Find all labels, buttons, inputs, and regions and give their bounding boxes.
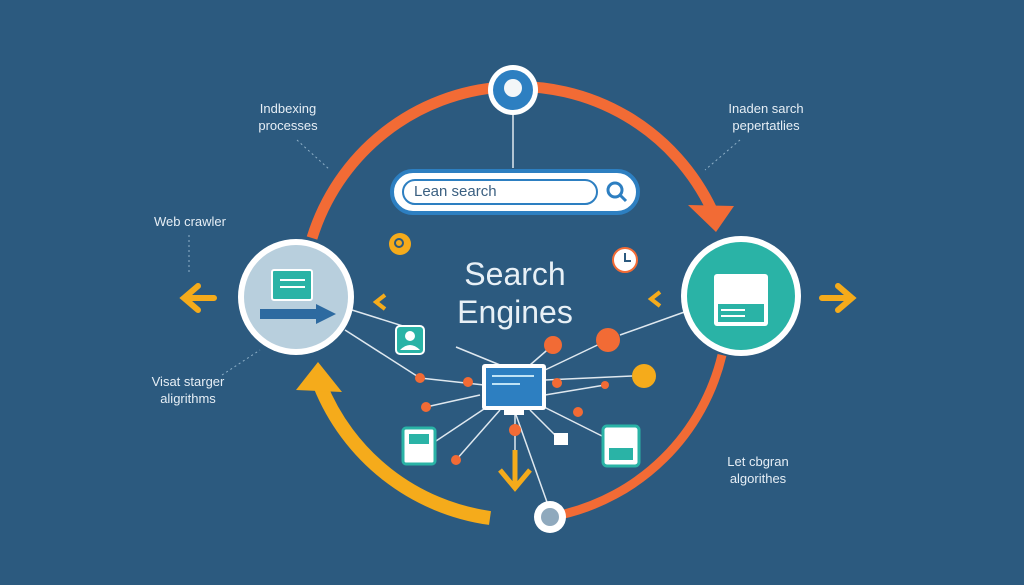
search-icon[interactable] (604, 179, 628, 205)
arrow-right-icon (819, 283, 857, 313)
arrow-left-icon (179, 283, 217, 313)
label-line: pepertatlies (732, 118, 800, 133)
title-line: Search (464, 256, 566, 292)
page-title: Search Engines (440, 255, 590, 331)
arrow-down-icon (498, 450, 532, 492)
gear-icon (534, 501, 566, 533)
label-line: aligrithms (160, 391, 216, 406)
clock-icon (612, 247, 638, 273)
arrowhead-icon (688, 205, 734, 232)
yellow-cycle-arc (313, 382, 491, 525)
leader-line (221, 349, 261, 376)
calculator-icon (401, 426, 437, 466)
label-line: Let cbgran (727, 454, 789, 469)
browser-node-icon (681, 236, 801, 356)
label-web-crawler: Web crawler (153, 214, 226, 229)
label-visat-algorithms: Visat starger aligrithms (128, 373, 248, 407)
label-line: algorithes (729, 471, 787, 486)
chat-icon (632, 364, 656, 388)
search-bar[interactable]: Lean search (390, 169, 640, 215)
search-small-icon (389, 233, 411, 255)
monitor-icon (482, 364, 546, 415)
label-line: Indbexing (259, 101, 317, 116)
label-line: Visat starger (151, 374, 225, 389)
image-icon (554, 433, 568, 445)
label-inaden-search: Inaden sarch pepertatlies (706, 100, 826, 134)
orange-cycle-arc (559, 353, 727, 520)
web-page-node-icon (238, 239, 354, 355)
search-input[interactable]: Lean search (402, 179, 598, 205)
arrow-left-icon (647, 290, 662, 308)
arrow-left-icon (372, 293, 387, 311)
leader-line (296, 139, 331, 171)
leader-line (704, 139, 741, 171)
user-icon (395, 325, 425, 355)
label-line: Inaden sarch (728, 101, 804, 116)
label-let-algorithms: Let cbgran algorithes (708, 453, 808, 487)
arrowhead-icon (296, 362, 342, 392)
label-line: processes (258, 118, 318, 133)
document-icon (601, 424, 641, 468)
label-indexing-processes: Indbexing processes (228, 100, 348, 134)
title-line: Engines (457, 294, 573, 330)
globe-icon (488, 65, 538, 115)
